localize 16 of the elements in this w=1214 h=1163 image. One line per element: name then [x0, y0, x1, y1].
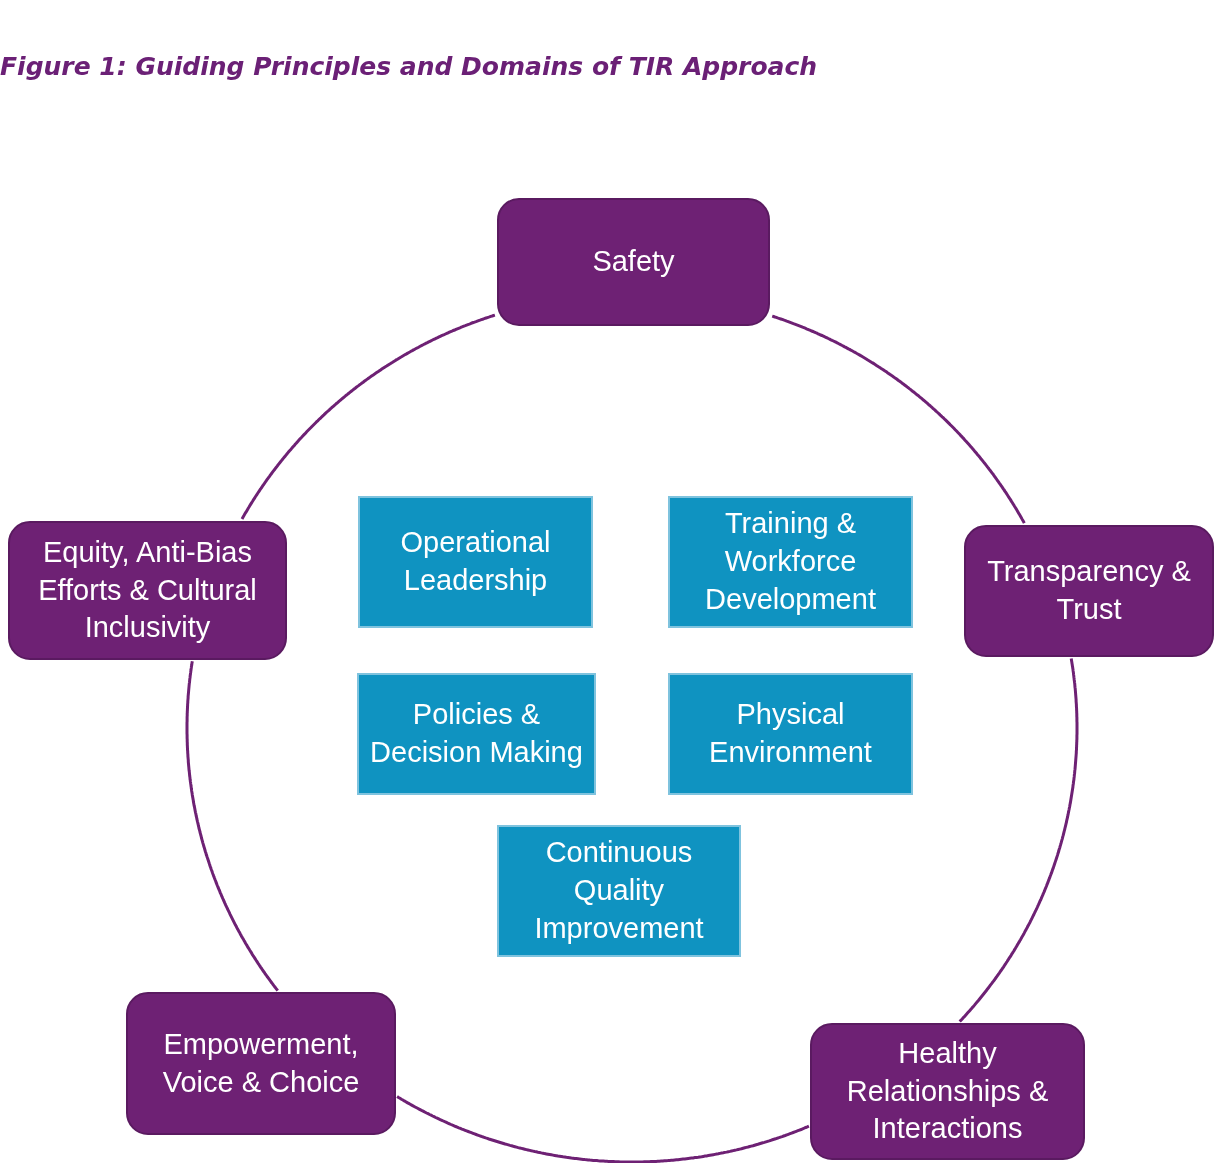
principle-box: Safety [497, 198, 770, 326]
circle-arc [396, 1095, 810, 1163]
principle-box: Transparency & Trust [964, 525, 1214, 657]
principle-box: Empowerment, Voice & Choice [126, 992, 396, 1135]
principle-box: Healthy Relationships & Interactions [810, 1023, 1085, 1160]
circle-arc [958, 658, 1079, 1023]
circle-arc [771, 314, 1026, 524]
principle-box: Equity, Anti-Bias Efforts & Cultural Inclusivity [8, 521, 287, 660]
figure-title: Figure 1: Guiding Principles and Domains of TIR Approach [0, 52, 818, 81]
circle-arc [240, 313, 496, 520]
circle-arc [185, 660, 279, 992]
domain-box: Physical Environment [668, 673, 913, 795]
domain-box: Operational Leadership [358, 496, 593, 628]
domain-box: Policies & Decision Making [357, 673, 596, 795]
domain-box: Continuous Quality Improvement [497, 825, 741, 957]
domain-box: Training & Workforce Development [668, 496, 913, 628]
